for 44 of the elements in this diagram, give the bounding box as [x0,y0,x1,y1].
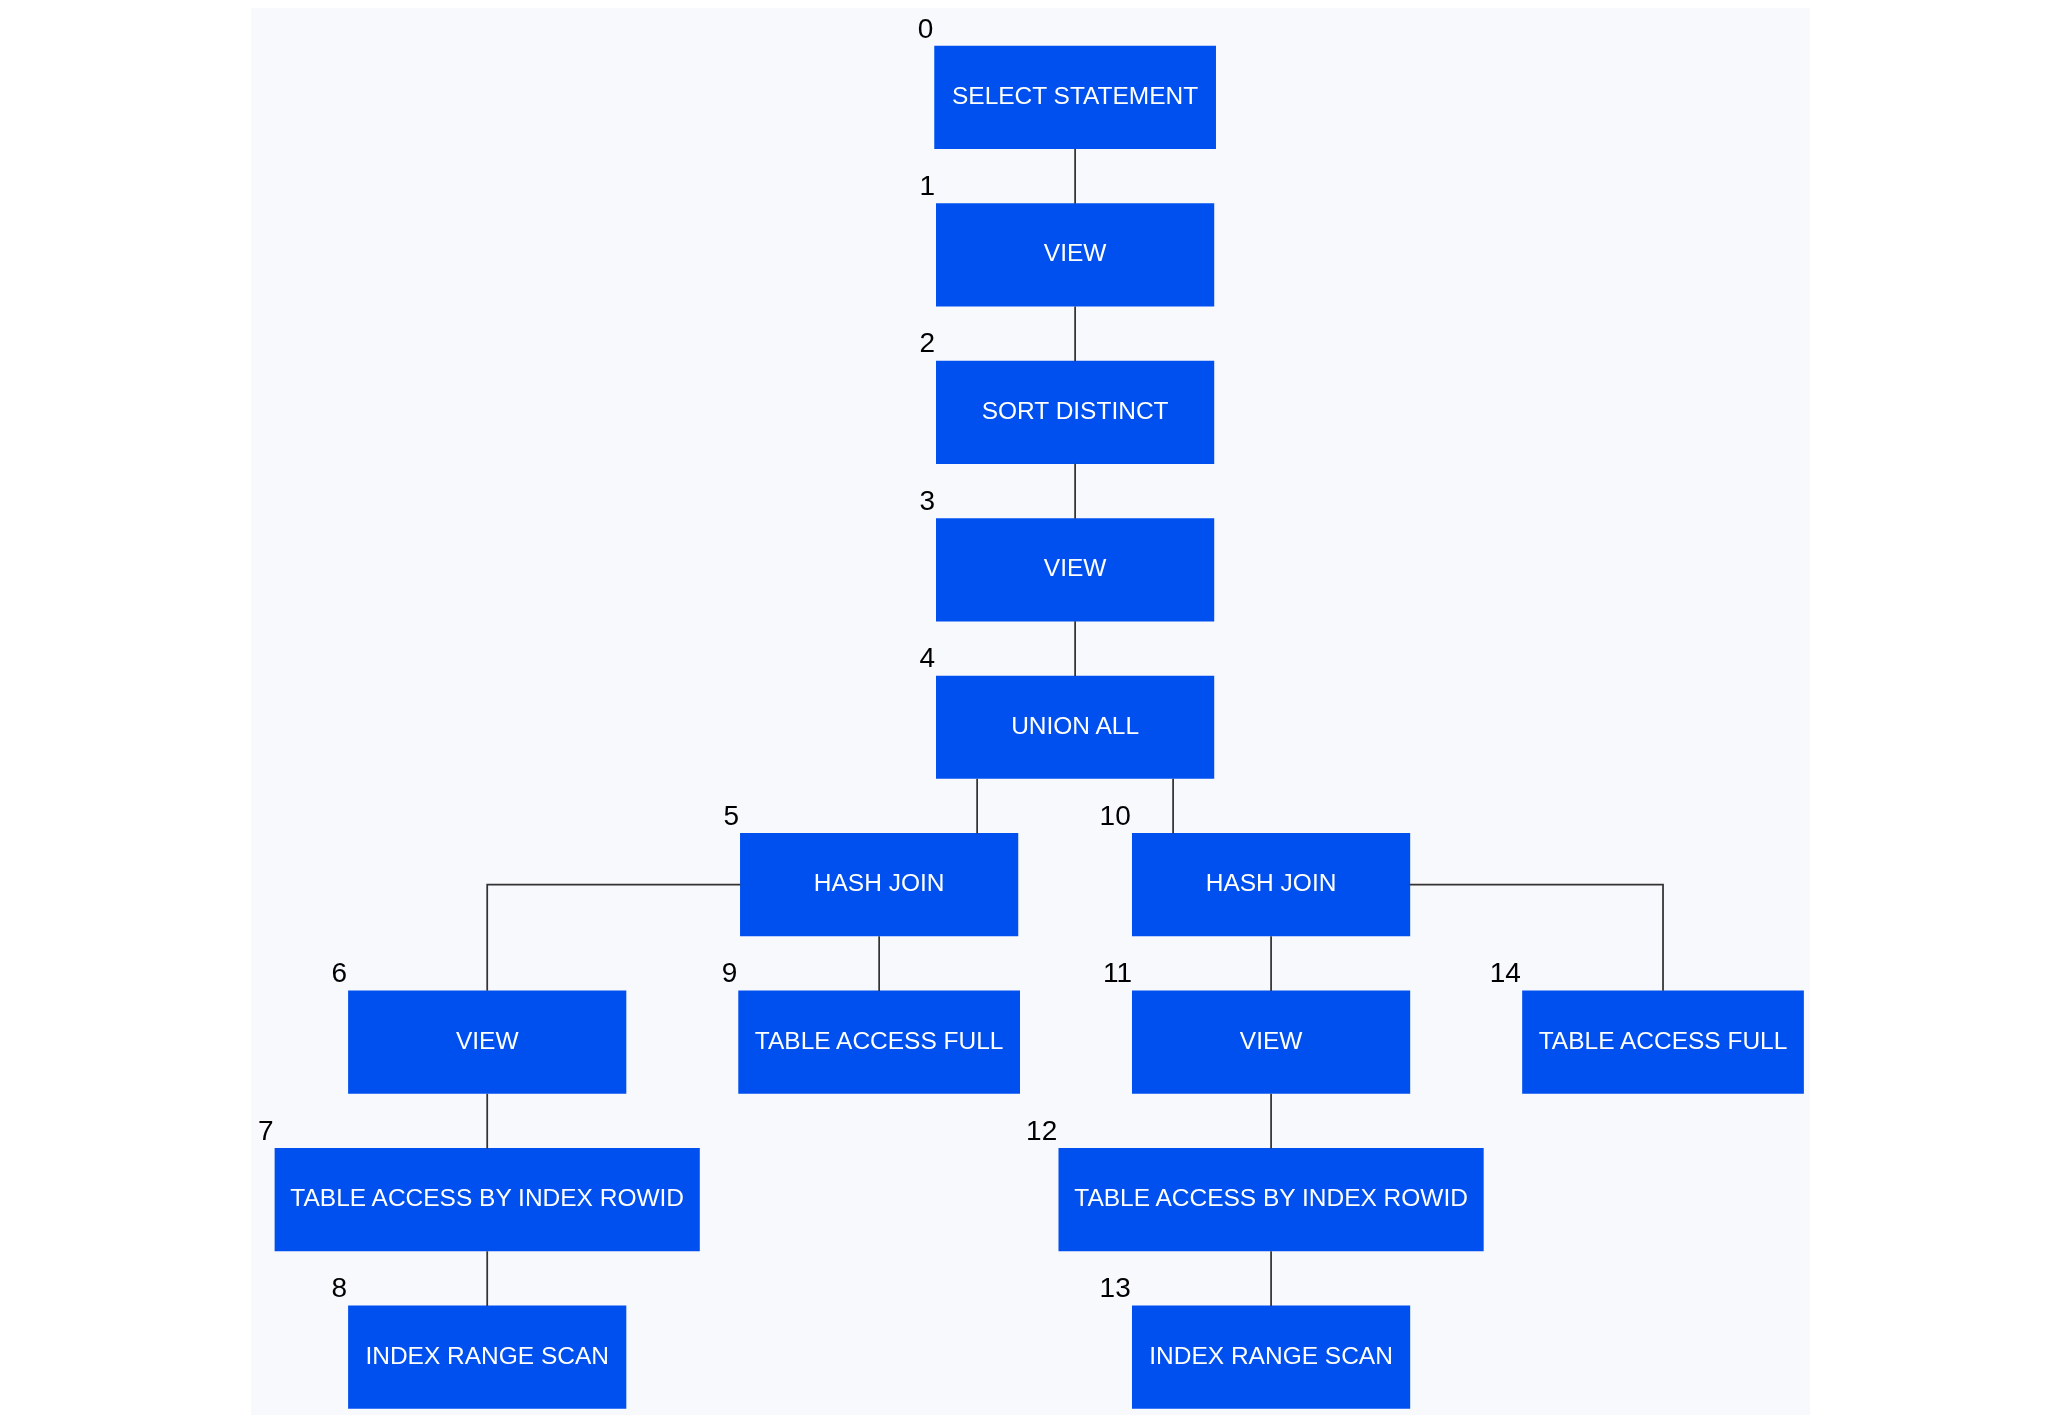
node-label: 13 [1099,1272,1131,1304]
node-label: 2 [919,327,935,359]
node-box: VIEW [348,990,627,1094]
node-box: TABLE ACCESS FULL [738,990,1020,1094]
node-label: 4 [919,642,935,674]
node-label: 12 [1026,1114,1058,1146]
node-label: 1 [919,169,935,201]
node-box: INDEX RANGE SCAN [348,1305,627,1409]
node-box: HASH JOIN [1132,833,1411,937]
connector [1074,305,1076,363]
node-label: 14 [1489,957,1521,989]
node-box: HASH JOIN [740,833,1019,937]
node-box: TABLE ACCESS BY INDEX ROWID [274,1148,700,1252]
node-box: TABLE ACCESS FULL [1522,990,1804,1094]
connector [486,883,742,992]
connector [1074,620,1076,677]
node-box: UNION ALL [936,675,1215,779]
connector [1172,777,1174,835]
node-label: 10 [1099,799,1131,831]
connector [1074,463,1076,520]
node-box: VIEW [1132,990,1411,1094]
connector [486,1250,489,1307]
node-label: 5 [723,799,739,831]
node-label: 7 [258,1114,274,1146]
connector [1270,1092,1272,1150]
connector [1270,1250,1272,1307]
connector [1074,148,1076,205]
node-box: INDEX RANGE SCAN [1132,1305,1411,1409]
connector [976,777,978,835]
node-box: SORT DISTINCT [936,360,1215,464]
node-label: 8 [331,1272,348,1304]
connector [1408,883,1664,992]
connector [878,935,881,992]
node-label: 3 [919,484,935,516]
connector [486,1092,489,1150]
connector [1270,935,1272,992]
node-box: VIEW [936,518,1215,622]
node-box: TABLE ACCESS BY INDEX ROWID [1058,1148,1484,1252]
node-label: 6 [331,957,348,989]
node-box: SELECT STATEMENT [934,45,1216,149]
node-label: 11 [1103,957,1133,989]
node-label: 9 [721,957,738,989]
node-box: VIEW [936,203,1215,307]
node-label: 0 [917,12,934,44]
